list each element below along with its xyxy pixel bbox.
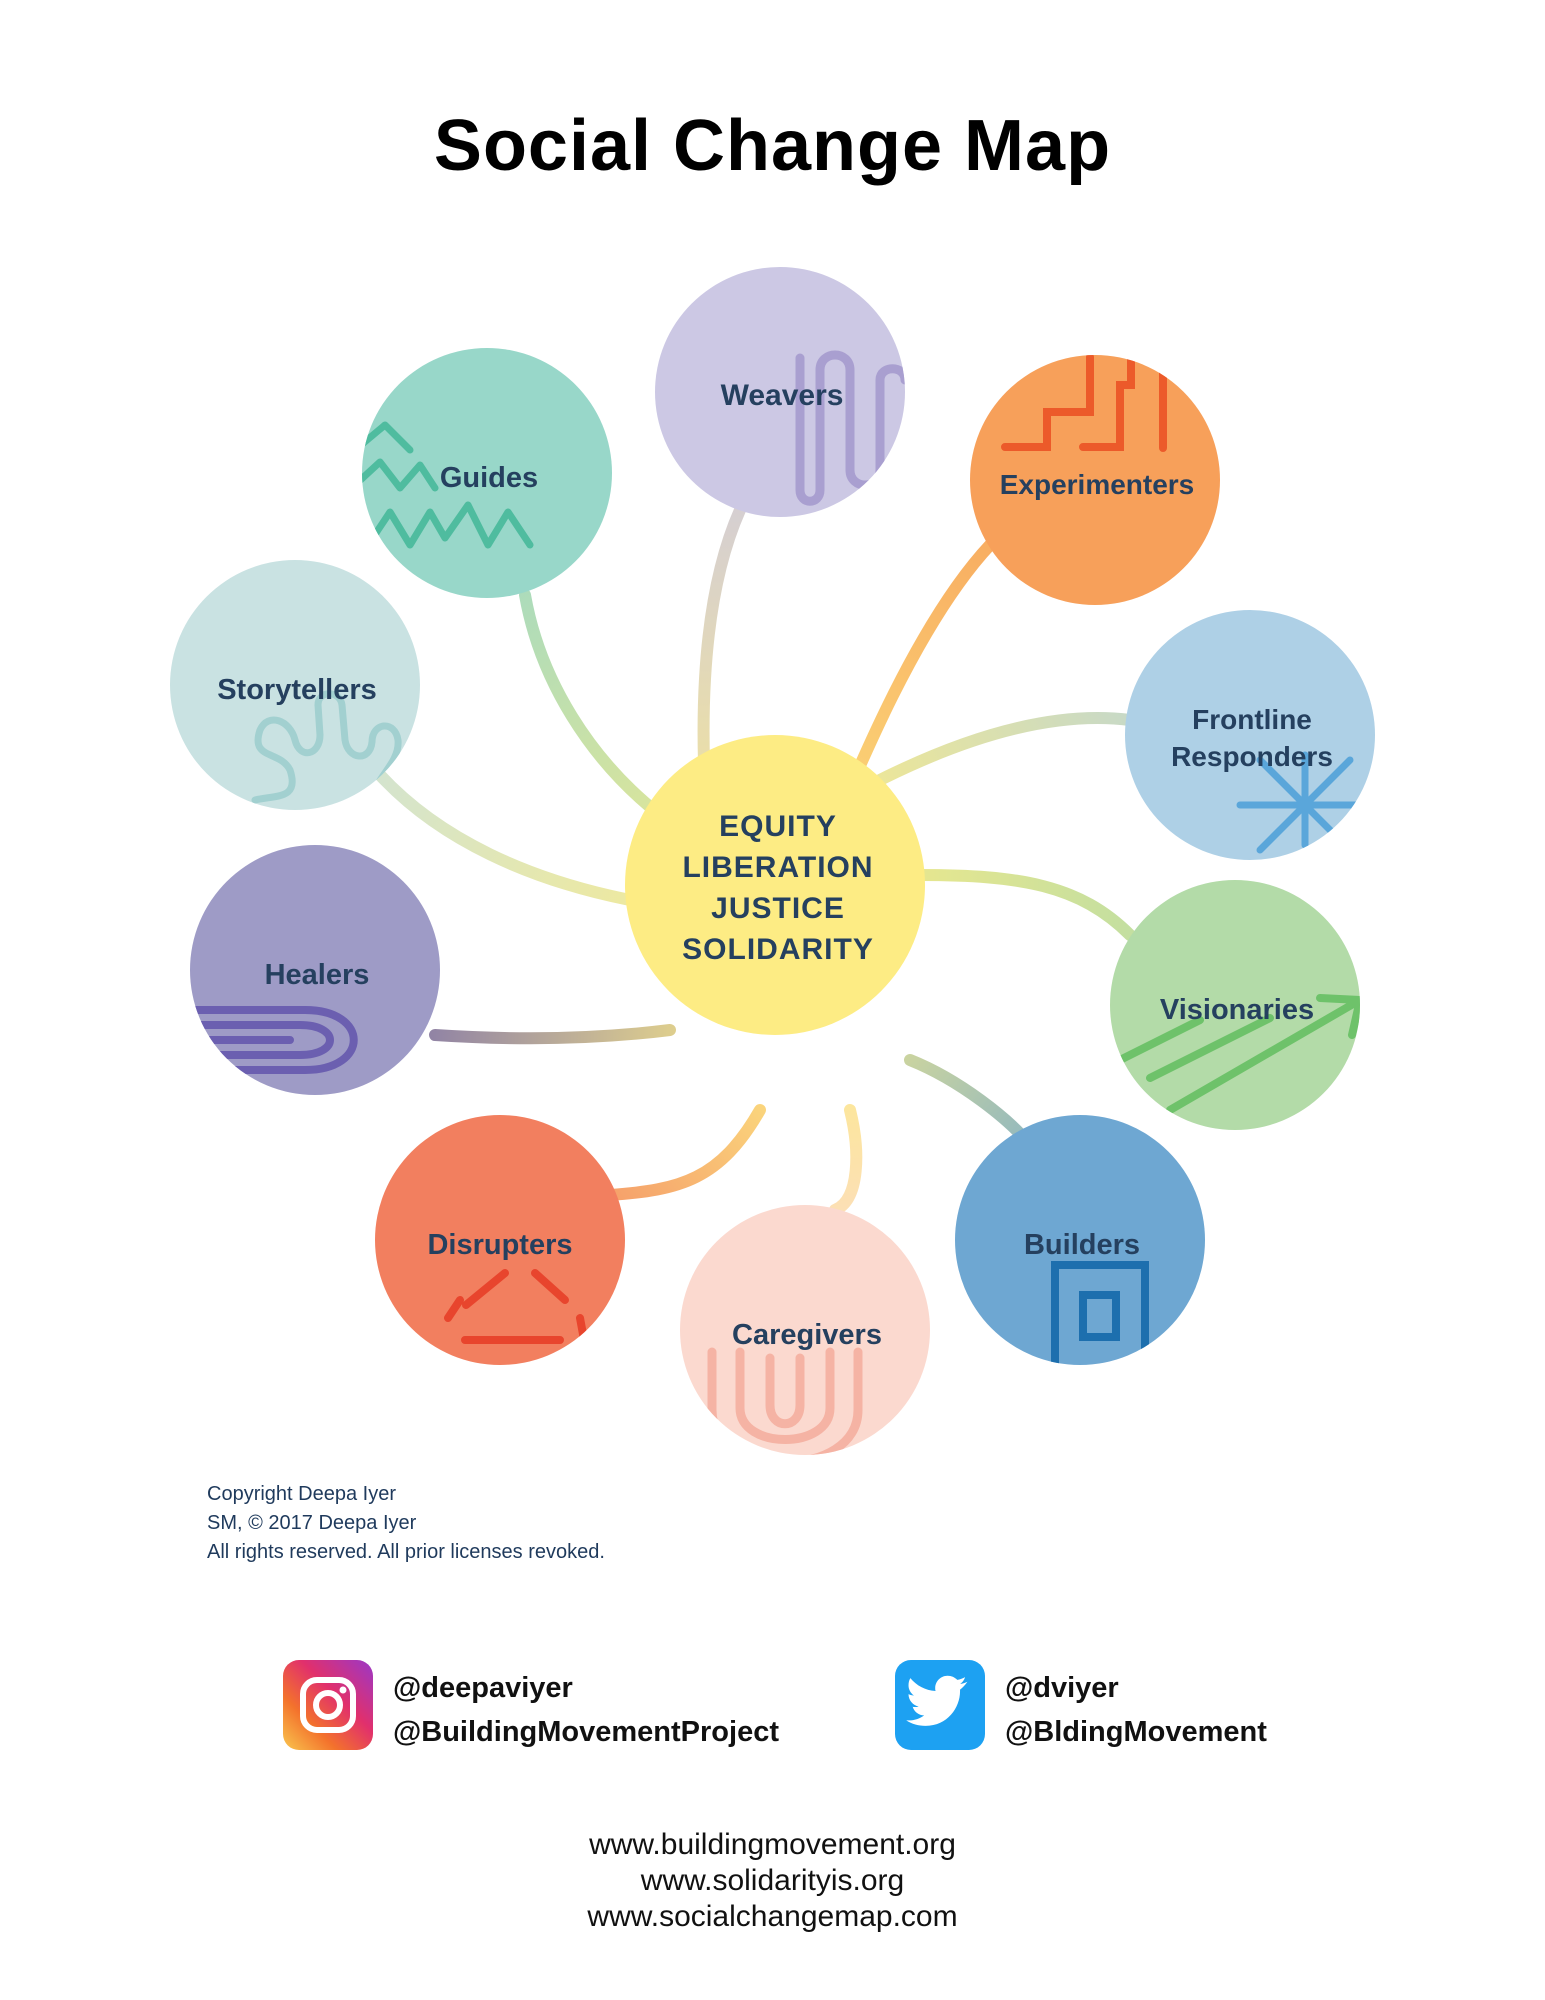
speech-wave-motif-icon xyxy=(251,690,402,804)
center-values: EQUITY LIBERATION JUSTICE SOLIDARITY xyxy=(625,735,925,1035)
role-label-storytellers: Storytellers xyxy=(217,674,377,706)
connector-disrupters xyxy=(604,1104,766,1201)
connector-caregivers xyxy=(829,1104,863,1216)
copyright-line: All rights reserved. All prior licenses … xyxy=(207,1541,605,1563)
node-weavers: Weavers xyxy=(655,267,905,517)
broken-hexagon-motif-icon xyxy=(444,1269,589,1365)
center-label-equity: EQUITY xyxy=(719,810,837,843)
copyright-line: Copyright Deepa Iyer xyxy=(207,1483,396,1505)
node-guides: Guides xyxy=(362,348,612,598)
node-disrupters: Disrupters xyxy=(375,1115,625,1365)
twitter-icon[interactable] xyxy=(895,1660,985,1750)
connector-frontline xyxy=(874,712,1136,786)
role-label-visionaries: Visionaries xyxy=(1160,994,1314,1026)
node-experimenters: Experimenters xyxy=(970,355,1220,605)
instagram-handle[interactable]: @BuildingMovementProject xyxy=(393,1716,779,1748)
bandage-motif-icon xyxy=(190,1006,358,1074)
instagram-icon[interactable] xyxy=(283,1660,373,1750)
role-label-caregivers: Caregivers xyxy=(732,1319,882,1351)
copyright-line: SM, © 2017 Deepa Iyer xyxy=(207,1512,417,1534)
role-label-builders: Builders xyxy=(1024,1229,1140,1261)
connector-builders xyxy=(904,1054,1036,1151)
node-healers: Healers xyxy=(190,845,440,1095)
page-title: Social Change Map xyxy=(433,106,1112,186)
instagram-handle[interactable]: @deepaviyer xyxy=(393,1672,573,1704)
role-label-weavers: Weavers xyxy=(721,379,844,412)
weaving-motif-icon xyxy=(795,350,905,506)
starburst-motif-icon xyxy=(1236,751,1364,854)
role-label-healers: Healers xyxy=(265,959,370,991)
role-label-disrupters: Disrupters xyxy=(427,1229,572,1261)
node-caregivers: Caregivers xyxy=(680,1205,930,1455)
center-label-liberation: LIBERATION xyxy=(682,851,873,884)
node-builders: Builders xyxy=(955,1115,1205,1365)
role-label-experimenters: Experimenters xyxy=(1000,469,1195,500)
center-label-solidarity: SOLIDARITY xyxy=(682,933,874,966)
connector-guides xyxy=(519,589,666,821)
connector-visionaries xyxy=(914,869,1136,941)
block-motif-icon xyxy=(1051,1261,1149,1365)
center-label-justice: JUSTICE xyxy=(711,892,845,925)
connector-storytellers xyxy=(374,769,636,906)
connector-healers xyxy=(429,1024,676,1045)
twitter-handle[interactable]: @dviyer xyxy=(1005,1672,1119,1704)
website-link[interactable]: www.buildingmovement.org xyxy=(589,1828,956,1861)
website-list: www.buildingmovement.org www.solidarityi… xyxy=(0,1827,1545,1935)
node-visionaries: Visionaries xyxy=(1110,880,1360,1130)
node-storytellers: Storytellers xyxy=(170,560,420,810)
role-label-guides: Guides xyxy=(440,462,538,494)
arrow-motif-icon xyxy=(1116,994,1360,1114)
website-link[interactable]: www.solidarityis.org xyxy=(640,1864,905,1897)
website-link[interactable]: www.socialchangemap.com xyxy=(587,1900,958,1933)
copyright-notice: Copyright Deepa Iyer SM, © 2017 Deepa Iy… xyxy=(207,1480,605,1567)
twitter-handle[interactable]: @BldingMovement xyxy=(1005,1716,1267,1748)
